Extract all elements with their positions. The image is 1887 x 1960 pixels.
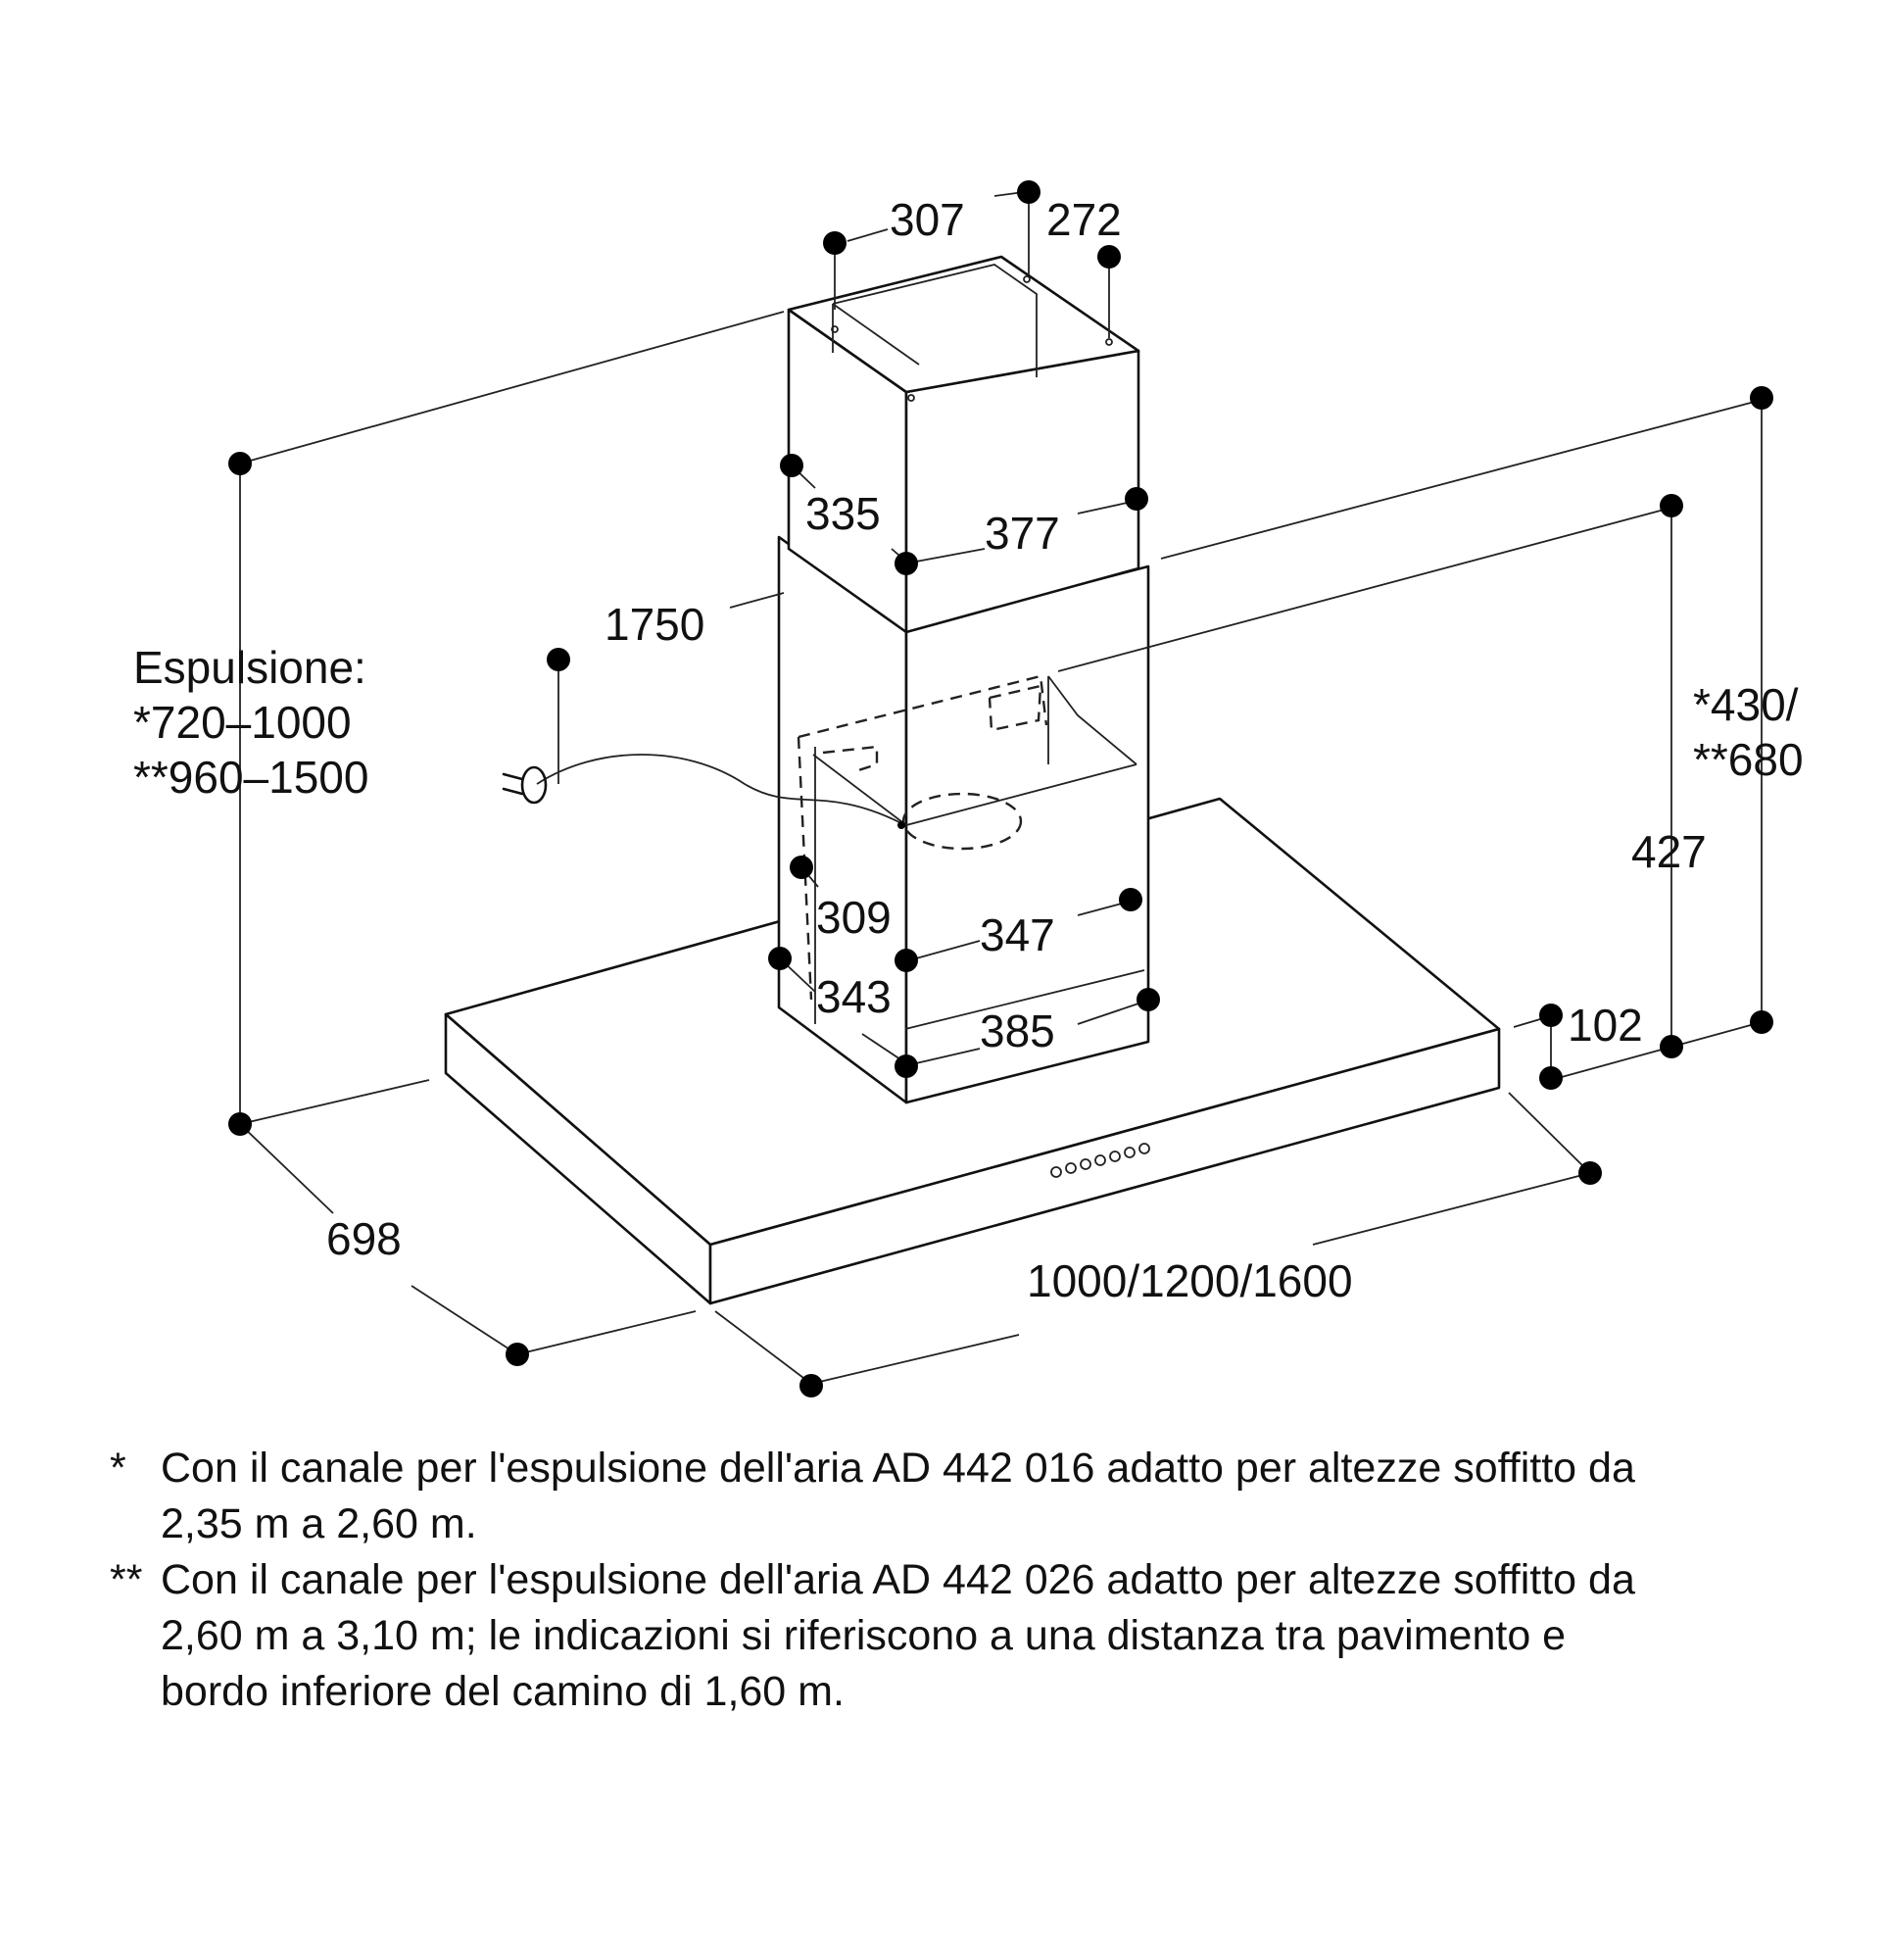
label-exhaust-range-1: *720–1000: [133, 697, 352, 748]
dimension-drawing: 307 272 335 377 1750 Espulsione: *720–10…: [133, 180, 1804, 1397]
footnote-2: ** Con il canale per l'espulsione dell'a…: [110, 1552, 1638, 1720]
dimension-lines: [239, 191, 1763, 1385]
lower-chimney: [777, 535, 1150, 1104]
label-hood-width: 1000/1200/1600: [1027, 1255, 1353, 1306]
footnote-1-text: Con il canale per l'espulsione dell'aria…: [161, 1445, 1635, 1547]
plug-icon: [502, 765, 548, 805]
label-top-width: 272: [1046, 194, 1122, 245]
footnote-2-mark: **: [110, 1556, 143, 1603]
label-upper-chimney-depth: 335: [805, 488, 881, 539]
label-cable-length: 1750: [605, 599, 704, 650]
label-height-alt-2: **680: [1693, 734, 1804, 785]
label-top-depth: 307: [890, 194, 965, 245]
dimension-labels: 307 272 335 377 1750 Espulsione: *720–10…: [133, 194, 1804, 1306]
footnote-1: * Con il canale per l'espulsione dell'ar…: [110, 1441, 1638, 1552]
label-base-chimney-depth: 343: [816, 971, 892, 1022]
footnote-2-text: Con il canale per l'espulsione dell'aria…: [161, 1556, 1635, 1715]
label-lower-chimney-depth: 309: [816, 892, 892, 943]
mounting-frame: [797, 674, 1137, 1001]
power-cable: [502, 754, 905, 829]
label-height-main: 427: [1631, 826, 1707, 877]
footnote-1-mark: *: [110, 1445, 126, 1492]
dimension-dots: [228, 180, 1773, 1397]
label-canopy-height: 102: [1568, 1000, 1643, 1051]
footnotes: * Con il canale per l'espulsione dell'ar…: [110, 1441, 1638, 1720]
control-buttons: [1050, 1143, 1150, 1178]
label-lower-chimney-width: 347: [980, 909, 1055, 960]
upper-chimney: [787, 255, 1140, 634]
label-base-chimney-width: 385: [980, 1005, 1055, 1056]
label-exhaust: Espulsione:: [133, 642, 366, 693]
label-hood-depth: 698: [326, 1213, 402, 1264]
label-upper-chimney-width: 377: [985, 508, 1060, 559]
label-exhaust-range-2: **960–1500: [133, 752, 368, 803]
label-height-alt-1: *430/: [1693, 679, 1799, 730]
